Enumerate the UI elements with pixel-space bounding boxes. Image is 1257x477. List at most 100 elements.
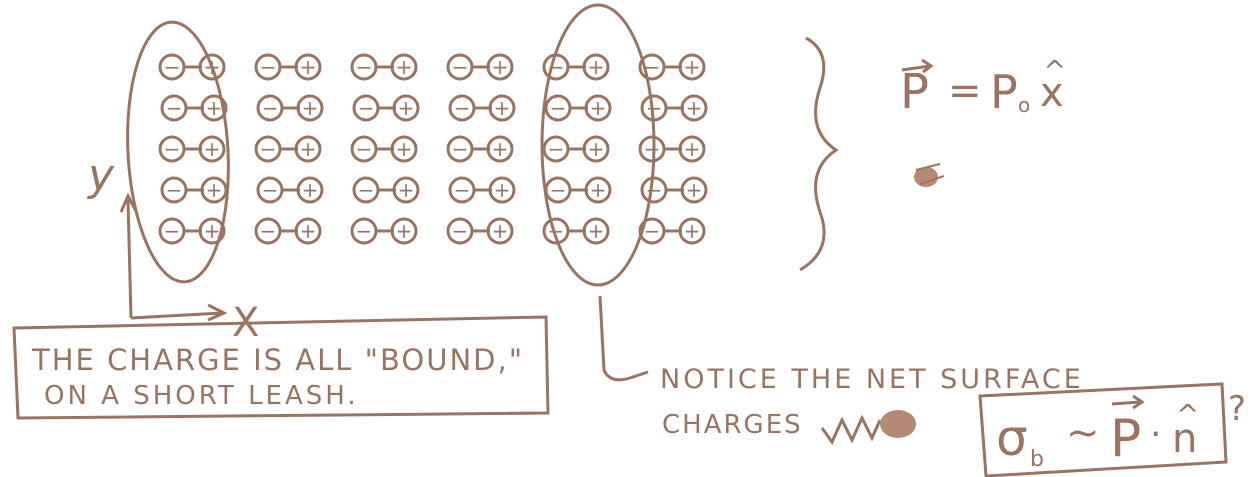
positive-sign: + bbox=[684, 55, 701, 79]
y-axis-line bbox=[128, 200, 131, 318]
negative-sign: − bbox=[452, 55, 469, 79]
surface-charge-equation: σ b ~ P · ^ n ? bbox=[980, 384, 1246, 476]
positive-sign: + bbox=[396, 137, 413, 161]
positive-sign: + bbox=[590, 96, 607, 120]
positive-sign: + bbox=[300, 137, 317, 161]
dipole: −+ bbox=[256, 137, 320, 161]
dipole: −+ bbox=[354, 178, 418, 202]
dipole: −+ bbox=[450, 178, 514, 202]
negative-sign: − bbox=[166, 96, 183, 120]
surface-p-vector: P bbox=[1110, 409, 1141, 469]
negative-sign: − bbox=[358, 178, 375, 202]
dipole: −+ bbox=[450, 96, 514, 120]
negative-sign: − bbox=[454, 96, 471, 120]
note-line-1: THE CHARGE IS ALL "BOUND," bbox=[31, 343, 524, 377]
dipole: −+ bbox=[352, 219, 416, 243]
dipole: −+ bbox=[258, 178, 322, 202]
positive-sign: + bbox=[684, 137, 701, 161]
polarization-magnitude: P bbox=[990, 65, 1018, 119]
negative-sign: − bbox=[550, 96, 567, 120]
negative-sign: − bbox=[260, 137, 277, 161]
negative-sign: − bbox=[260, 55, 277, 79]
notice-line-1: NOTICE THE NET SURFACE bbox=[660, 364, 1084, 395]
negative-sign: − bbox=[452, 219, 469, 243]
proportional-sign: ~ bbox=[1066, 410, 1100, 456]
positive-sign: + bbox=[686, 96, 703, 120]
dipole: −+ bbox=[352, 137, 416, 161]
dipole: −+ bbox=[256, 55, 320, 79]
positive-sign: + bbox=[302, 178, 319, 202]
dipole: −+ bbox=[546, 96, 610, 120]
positive-sign: + bbox=[396, 55, 413, 79]
positive-sign: + bbox=[492, 219, 509, 243]
positive-sign: + bbox=[494, 178, 511, 202]
negative-sign: − bbox=[260, 219, 277, 243]
dipole: −+ bbox=[448, 137, 512, 161]
positive-sign: + bbox=[302, 96, 319, 120]
dipole: −+ bbox=[162, 178, 226, 202]
note-line-2: ON A SHORT LEASH. bbox=[44, 381, 359, 411]
dipole: −+ bbox=[352, 55, 416, 79]
dipole: −+ bbox=[162, 96, 226, 120]
positive-sign: + bbox=[398, 96, 415, 120]
ink-scribble bbox=[914, 164, 944, 187]
positive-sign: + bbox=[588, 55, 605, 79]
magnitude-subscript: o bbox=[1018, 93, 1030, 117]
dipole: −+ bbox=[546, 178, 610, 202]
negative-sign: − bbox=[164, 137, 181, 161]
negative-sign: − bbox=[644, 137, 661, 161]
positive-sign: + bbox=[398, 178, 415, 202]
dot-operator: · bbox=[1150, 414, 1161, 455]
notice-line-2: CHARGES bbox=[662, 410, 803, 440]
question-mark: ? bbox=[1228, 389, 1246, 429]
note-box: THE CHARGE IS ALL "BOUND," ON A SHORT LE… bbox=[14, 317, 548, 418]
positive-sign: + bbox=[684, 219, 701, 243]
positive-sign: + bbox=[494, 96, 511, 120]
pointer-line bbox=[600, 296, 648, 380]
negative-sign: − bbox=[646, 178, 663, 202]
dipole: −+ bbox=[640, 55, 704, 79]
dipole: −+ bbox=[256, 219, 320, 243]
negative-sign: − bbox=[262, 96, 279, 120]
positive-sign: + bbox=[206, 178, 223, 202]
curly-brace bbox=[800, 38, 836, 270]
equals-sign: = bbox=[948, 68, 982, 114]
positive-sign: + bbox=[588, 137, 605, 161]
positive-sign: + bbox=[588, 219, 605, 243]
surface-vector-arrow bbox=[1112, 396, 1142, 408]
positive-sign: + bbox=[204, 137, 221, 161]
dipole-lattice: −+−+−+−+−+−+−+−+−+−+−+−+−+−+−+−+−+−+−+−+… bbox=[160, 55, 706, 243]
dipole: −+ bbox=[544, 137, 608, 161]
unit-vector-x: x bbox=[1040, 70, 1064, 116]
negative-sign: − bbox=[356, 137, 373, 161]
negative-sign: − bbox=[548, 137, 565, 161]
positive-sign: + bbox=[300, 55, 317, 79]
negative-sign: − bbox=[454, 178, 471, 202]
positive-sign: + bbox=[300, 219, 317, 243]
positive-sign: + bbox=[492, 137, 509, 161]
dipole: −+ bbox=[448, 55, 512, 79]
dipole: −+ bbox=[160, 219, 224, 243]
negative-sign: − bbox=[356, 55, 373, 79]
negative-sign: − bbox=[164, 55, 181, 79]
negative-sign: − bbox=[356, 219, 373, 243]
dipole: −+ bbox=[448, 219, 512, 243]
positive-sign: + bbox=[492, 55, 509, 79]
positive-sign: + bbox=[686, 178, 703, 202]
dipole: −+ bbox=[640, 137, 704, 161]
y-axis-label: y bbox=[86, 150, 115, 201]
x-axis-line bbox=[131, 313, 222, 318]
positive-sign: + bbox=[396, 219, 413, 243]
sigma-symbol: σ bbox=[996, 409, 1028, 467]
positive-sign: + bbox=[590, 178, 607, 202]
crossed-out-scribble bbox=[822, 410, 916, 442]
negative-sign: − bbox=[262, 178, 279, 202]
polarization-equation: P = P o ^ x bbox=[900, 54, 1066, 120]
positive-sign: + bbox=[206, 96, 223, 120]
dipole: −+ bbox=[354, 96, 418, 120]
dipole: −+ bbox=[160, 137, 224, 161]
dipole: −+ bbox=[640, 219, 704, 243]
negative-sign: − bbox=[164, 219, 181, 243]
sigma-subscript: b bbox=[1030, 447, 1044, 472]
